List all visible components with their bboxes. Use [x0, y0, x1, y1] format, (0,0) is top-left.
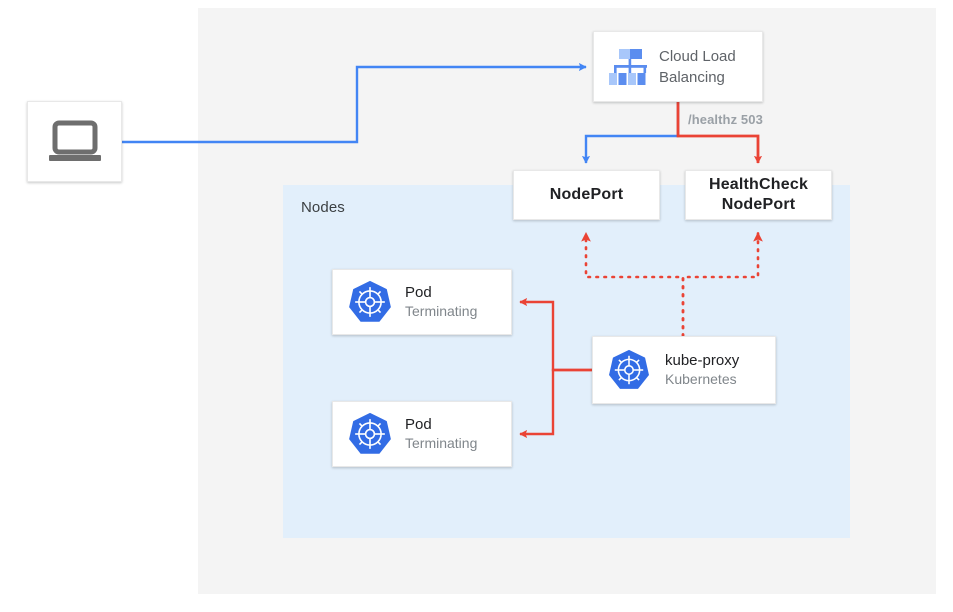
hc-title-line1: HealthCheck [708, 176, 809, 193]
kube-proxy-title: kube-proxy [665, 352, 740, 369]
cloud-load-balancing-node[interactable]: Cloud Load Balancing [593, 31, 763, 102]
kubernetes-icon [349, 412, 391, 454]
pod-node-2[interactable]: Pod Terminating [332, 401, 512, 467]
cloud-load-balancing-label: Cloud Load Balancing [659, 46, 736, 88]
healthcheck-nodeport-node[interactable]: HealthCheck NodePort [685, 170, 832, 220]
clb-title-line2: Balancing [659, 68, 725, 86]
hc-title-line2: NodePort [721, 196, 796, 213]
pod-1-title: Pod [405, 284, 432, 301]
cloud-load-balancing-icon [609, 48, 647, 85]
nodeport-node[interactable]: NodePort [513, 170, 660, 220]
kube-proxy-subtitle: Kubernetes [665, 371, 737, 387]
client-node[interactable] [27, 101, 122, 182]
healthz-edge-label: /healthz 503 [688, 112, 763, 127]
nodeport-label: NodePort [549, 186, 624, 203]
laptop-icon [48, 120, 101, 161]
nodes-region-label: Nodes [301, 199, 345, 216]
kube-proxy-label: kube-proxy Kubernetes [665, 351, 739, 389]
pod-2-title: Pod [405, 416, 432, 433]
pod-node-1[interactable]: Pod Terminating [332, 269, 512, 335]
pod-1-status: Terminating [405, 303, 478, 319]
kubernetes-icon [349, 280, 391, 322]
kube-proxy-node[interactable]: kube-proxy Kubernetes [592, 336, 776, 404]
clb-title-line1: Cloud Load [659, 47, 736, 65]
pod-2-label: Pod Terminating [405, 415, 477, 453]
kubernetes-icon [609, 349, 649, 389]
healthcheck-nodeport-label: HealthCheck NodePort [709, 175, 808, 215]
pod-1-label: Pod Terminating [405, 283, 477, 321]
pod-2-status: Terminating [405, 435, 478, 451]
